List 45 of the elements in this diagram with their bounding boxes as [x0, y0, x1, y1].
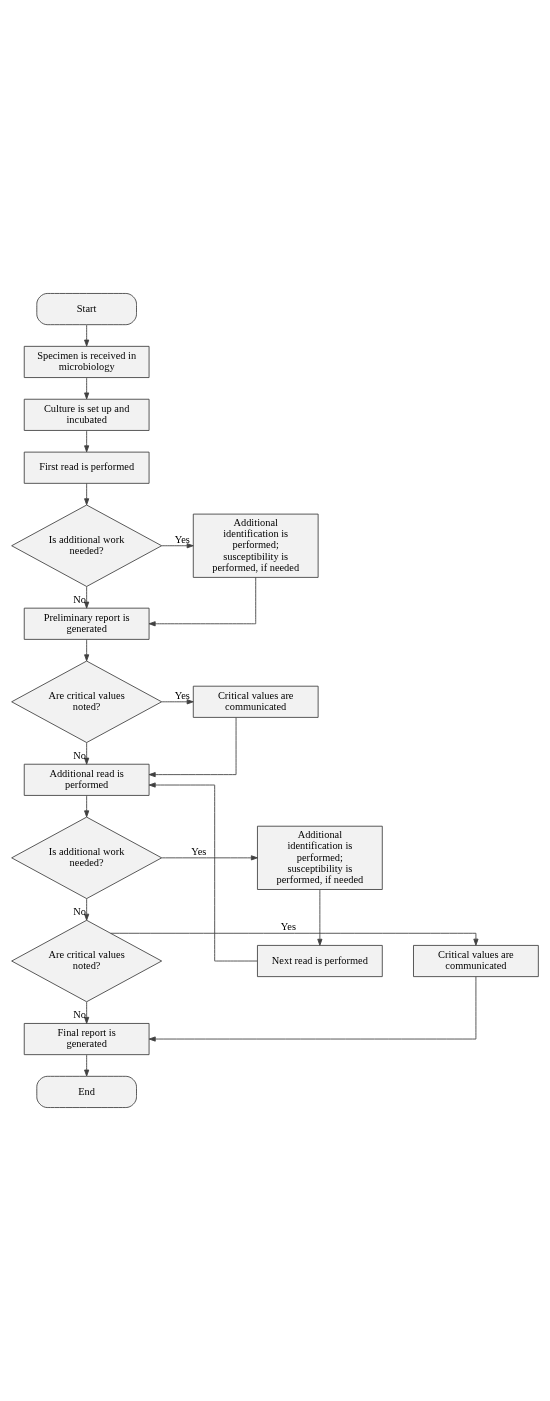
node-diamond: Is additional work needed? — [11, 816, 163, 900]
arrow — [110, 932, 479, 946]
node-box: Final report is generated — [23, 1023, 150, 1056]
node-box: Culture is set up and incubated — [23, 398, 150, 431]
node-box: First read is performed — [23, 451, 150, 484]
arrow — [84, 377, 90, 400]
arrow — [161, 855, 258, 861]
node-box: Additional identification is performed; susceptibility is performed, if needed — [192, 513, 319, 578]
arrow — [84, 639, 90, 662]
edge-label: Yes — [280, 921, 296, 933]
arrow — [148, 976, 477, 1042]
node-box: Preliminary report is generated — [23, 607, 150, 640]
arrow — [148, 717, 237, 778]
edge-label: No — [73, 593, 87, 605]
edge-label: No — [73, 749, 87, 761]
arrow — [84, 795, 90, 818]
node-box: Specimen is received in microbiology — [23, 345, 150, 378]
arrow — [84, 324, 90, 347]
edge-label: No — [73, 1008, 87, 1020]
node-diamond: Are critical values noted? — [11, 919, 163, 1003]
arrow — [84, 586, 90, 609]
node-diamond: Is additional work needed? — [11, 504, 163, 587]
arrow — [84, 483, 90, 506]
arrow — [84, 430, 90, 453]
arrow — [317, 889, 323, 946]
node-box: Critical values are communicated — [192, 685, 319, 718]
node-box: Additional read is performed — [23, 763, 150, 796]
arrow — [84, 1001, 90, 1024]
arrow — [161, 699, 194, 705]
node-diamond: Are critical values noted? — [11, 660, 163, 743]
node-box: Next read is performed — [257, 944, 383, 978]
edge-label: No — [73, 905, 87, 917]
arrow — [84, 1054, 90, 1077]
node-box: End — [36, 1075, 137, 1108]
node-box: Critical values are communicated — [413, 944, 539, 978]
arrow — [161, 543, 194, 549]
arrow — [84, 898, 90, 921]
node-box: Start — [36, 293, 137, 326]
arrow — [148, 577, 257, 627]
arrow — [84, 742, 90, 765]
edge-label: Yes — [191, 845, 207, 857]
arrow — [148, 782, 258, 962]
edge-label: Yes — [174, 533, 190, 545]
edge-label: Yes — [174, 689, 190, 701]
node-box: Additional identification is performed; susceptibility is performed, if needed — [257, 825, 383, 890]
